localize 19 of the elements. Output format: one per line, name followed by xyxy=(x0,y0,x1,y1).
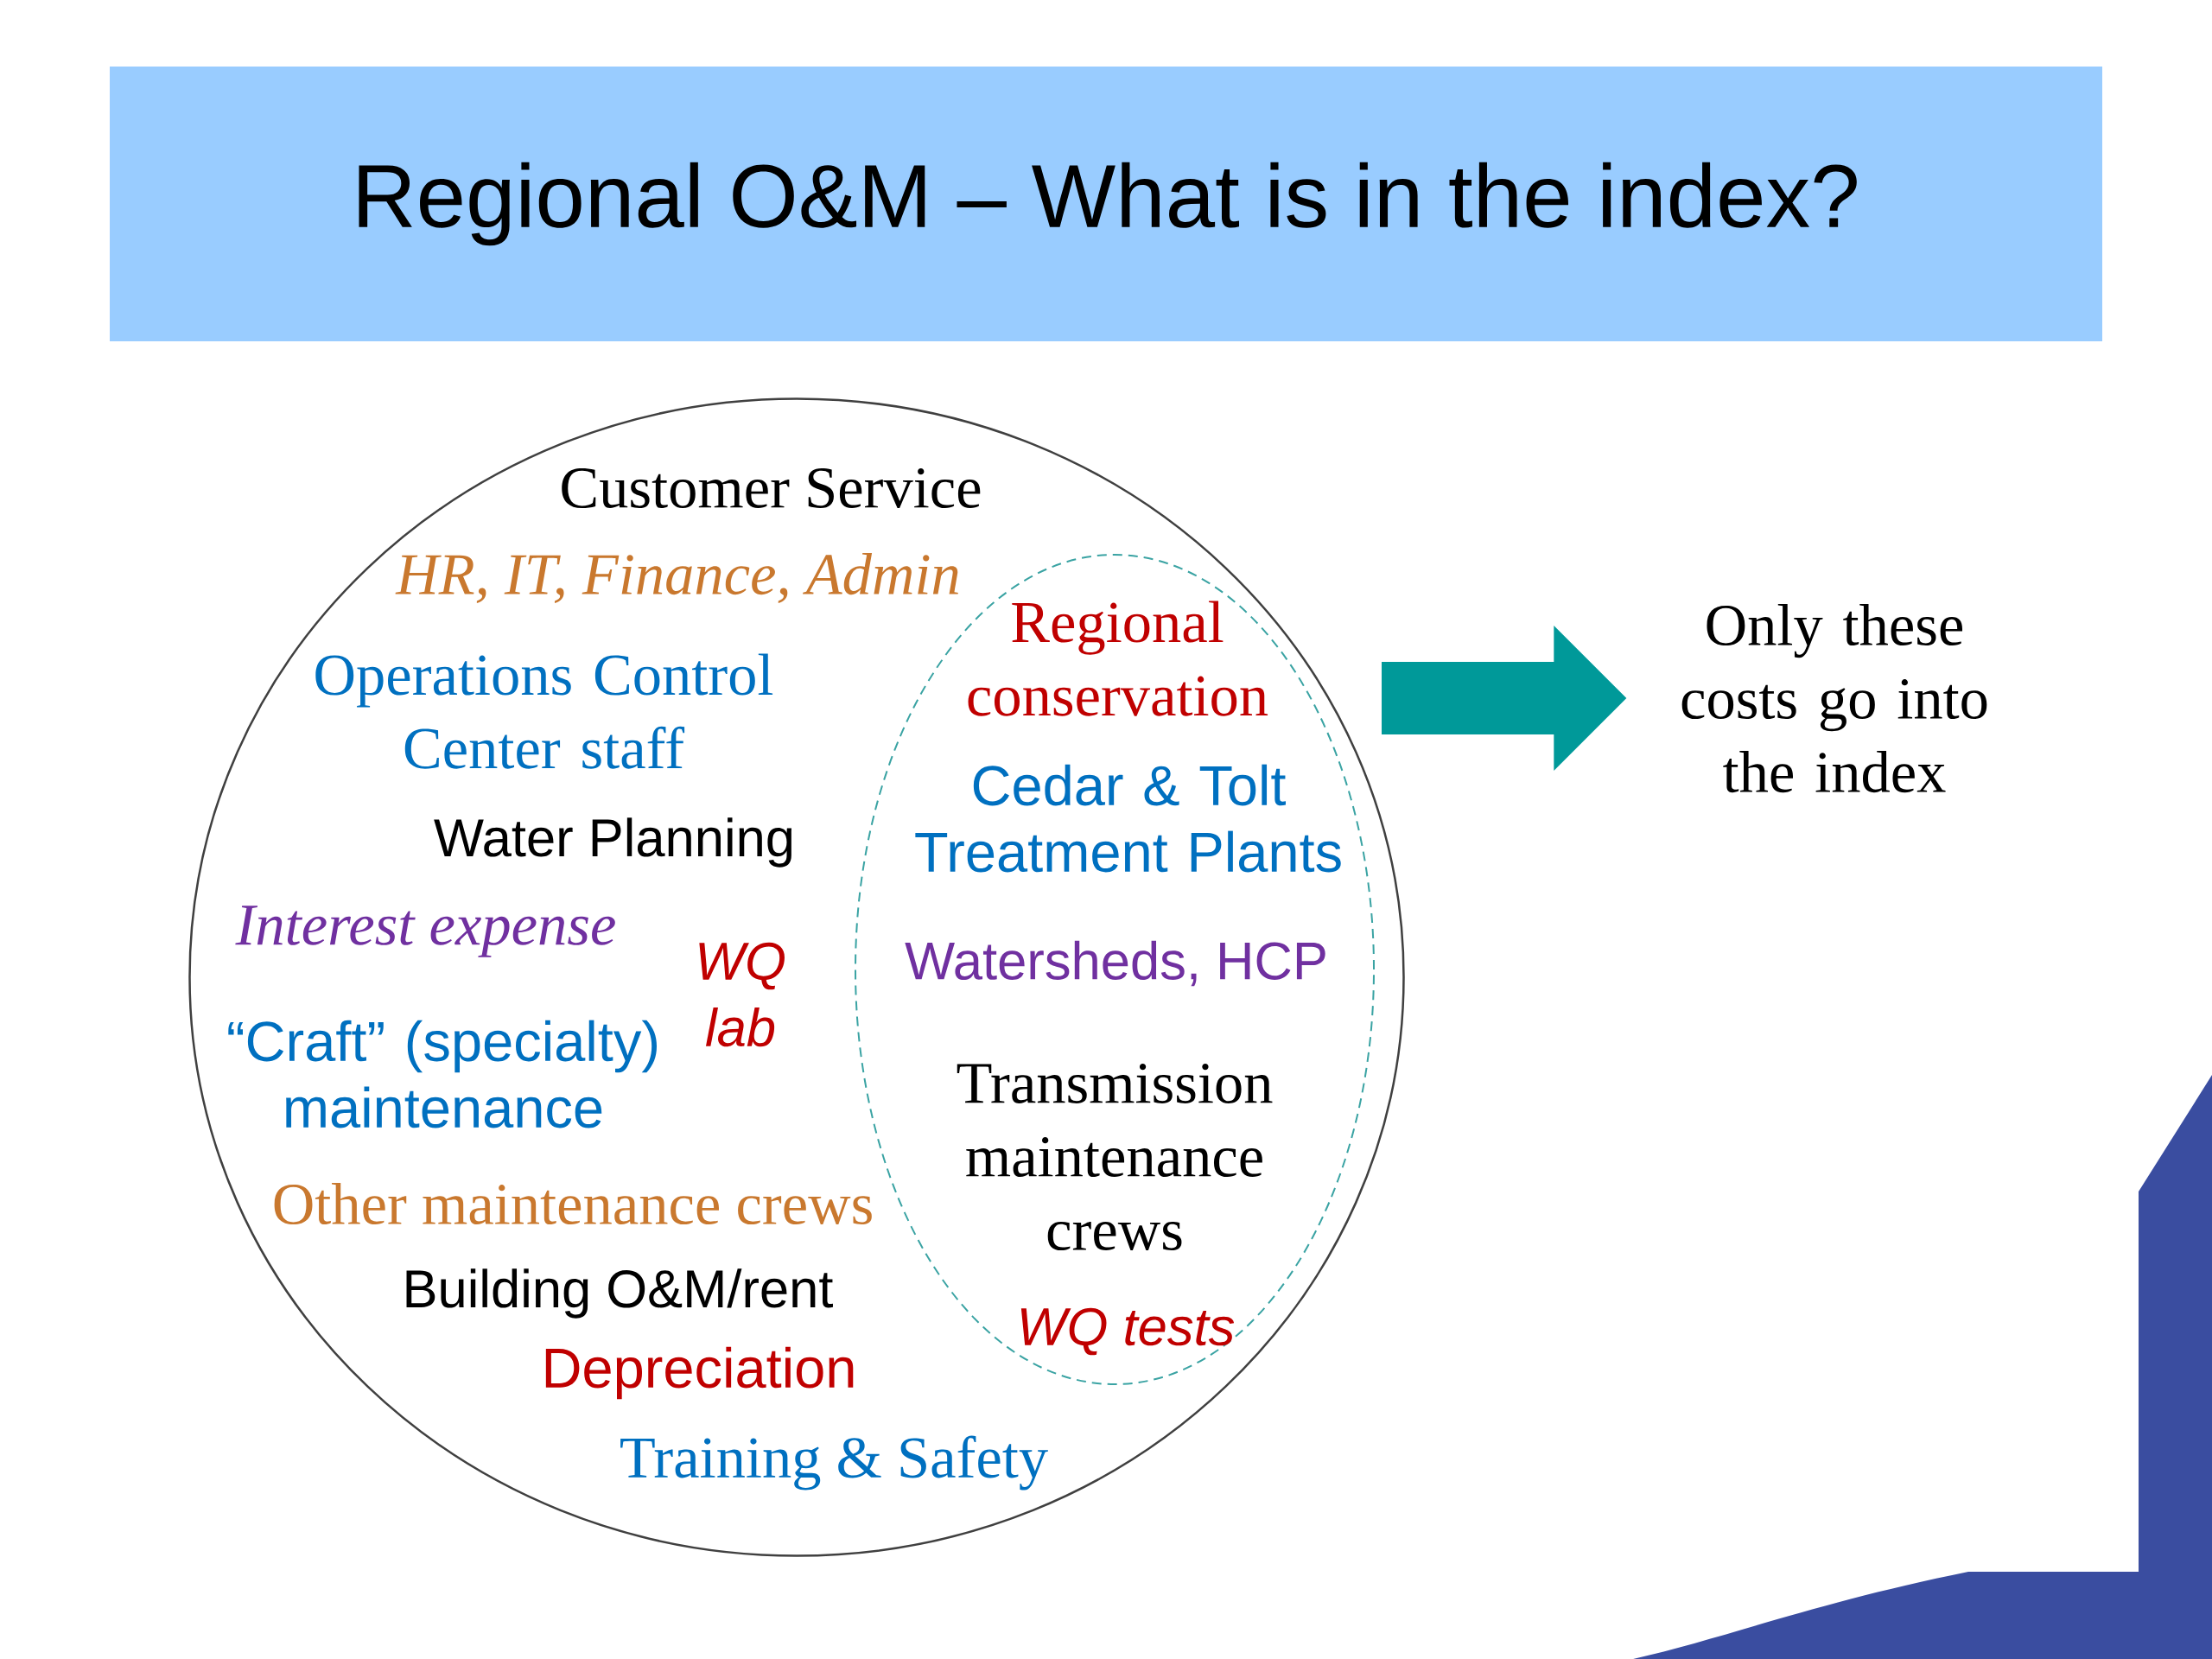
item-label: Customer Service xyxy=(562,468,981,509)
item-label: Transmission maintenance crews xyxy=(957,1063,1273,1251)
item-label: Watersheds, HCP xyxy=(905,940,1325,987)
block-arrow xyxy=(1382,626,1627,771)
item-label: Building O&M/rent xyxy=(406,1268,833,1319)
title-banner: Regional O&M – What is in the index? xyxy=(110,67,2102,341)
item-label: HR, IT, Finance, Admin xyxy=(395,553,958,604)
item-label: Training & Safety xyxy=(620,1435,1048,1491)
item-label: Cedar & Tolt Treatment Plants xyxy=(915,764,1341,873)
item-label: Operations Control Center staff xyxy=(315,653,773,769)
note-text: Only these costs go into the index xyxy=(1681,603,1987,793)
item-label: Interest expense xyxy=(235,906,615,957)
item-label: WQ tests xyxy=(1020,1307,1235,1356)
item-label: “Craft” (specialty) maintenance xyxy=(228,1020,657,1128)
item-label: Regional conservation xyxy=(968,601,1268,716)
item-label: Depreciation xyxy=(545,1346,854,1400)
item-label: WQ lab xyxy=(699,942,785,1047)
item-label: Other maintenance crews xyxy=(274,1182,872,1225)
item-label: Water Planning xyxy=(434,817,792,868)
